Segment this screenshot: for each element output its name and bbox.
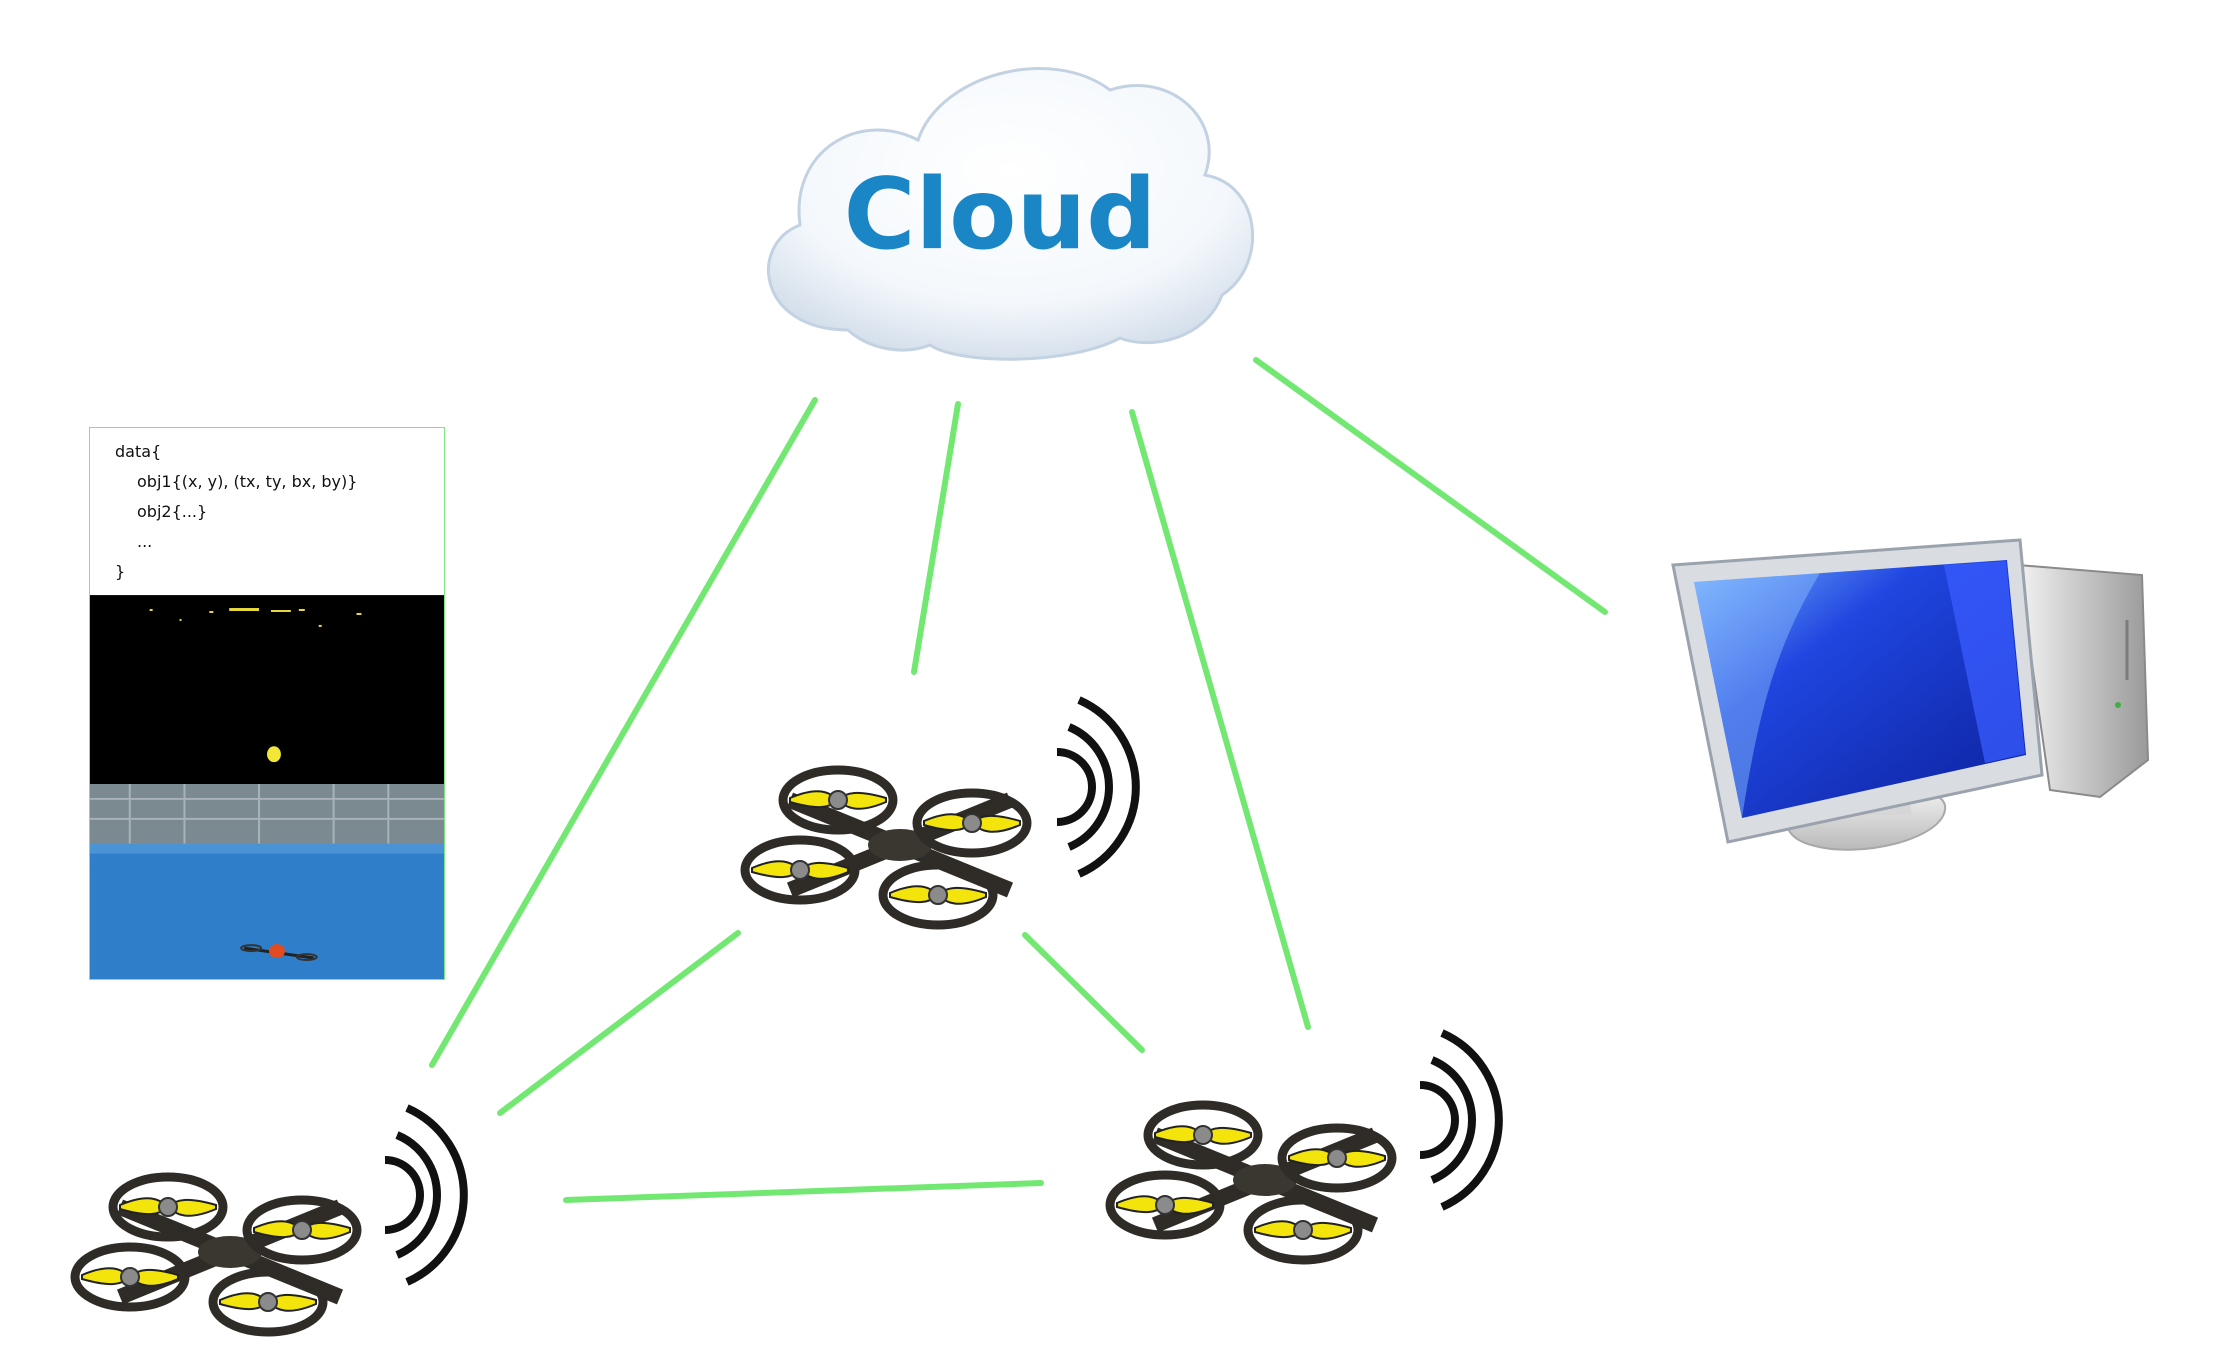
- cloud-icon: Cloud: [767, 67, 1255, 361]
- drone-icon: [75, 1177, 357, 1332]
- code-line: data{: [115, 442, 162, 461]
- link-cloud-drone-left: [429, 397, 818, 1068]
- network-links: [429, 357, 1608, 1203]
- drone-right: [1110, 1033, 1499, 1260]
- detection-image: [90, 595, 444, 979]
- drone-icon: [745, 770, 1027, 925]
- detected-object-mask: [267, 746, 281, 763]
- code-line: ...: [137, 532, 153, 551]
- link-drone-top-drone-right: [1022, 932, 1145, 1053]
- code-line: }: [115, 562, 126, 581]
- link-cloud-drone-right: [1129, 409, 1311, 1030]
- link-drone-left-drone-right: [563, 1180, 1044, 1203]
- code-line: obj2{...}: [137, 502, 208, 521]
- drone-left: [75, 1108, 464, 1332]
- wifi-signal-icon: [1057, 700, 1136, 874]
- link-drone-left-drone-top: [497, 930, 741, 1116]
- link-cloud-computer: [1253, 357, 1608, 615]
- link-cloud-drone-top: [911, 401, 961, 675]
- wifi-signal-icon: [1420, 1033, 1499, 1207]
- cloud-label: Cloud: [844, 158, 1157, 272]
- computer-monitor-icon: [1671, 538, 2150, 851]
- wifi-signal-icon: [385, 1108, 464, 1282]
- drone-icon: [1110, 1105, 1392, 1260]
- code-line: obj1{(x, y), (tx, ty, bx, by)}: [137, 472, 358, 491]
- detection-data-panel: data{ obj1{(x, y), (tx, ty, bx, by)} obj…: [89, 427, 445, 980]
- data-code-block: data{ obj1{(x, y), (tx, ty, bx, by)} obj…: [90, 428, 444, 594]
- drone-top: [745, 700, 1136, 925]
- small-drone-in-image: [240, 944, 318, 962]
